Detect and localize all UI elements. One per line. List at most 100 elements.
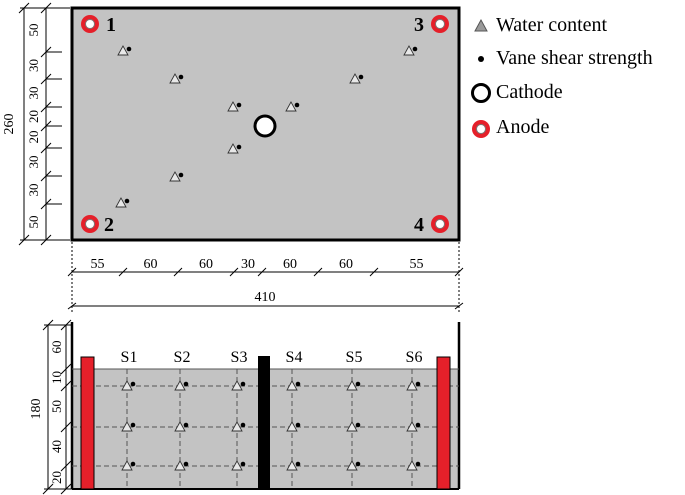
section-cathode: [258, 356, 270, 489]
anode-electrode-4: [431, 215, 449, 233]
section-anode-left: [80, 356, 95, 490]
electrode-label-4: 4: [414, 214, 424, 236]
dimension-label: 30: [26, 87, 41, 100]
dimension-label: 60: [144, 257, 158, 272]
dimension-label: 55: [91, 257, 105, 272]
section-view: S1 S2 S3 S4 S5 S6: [70, 322, 461, 490]
dimension-tick: [229, 267, 239, 277]
section-sampling-point: [174, 460, 189, 471]
red-ring-icon: [470, 117, 492, 139]
dimension-tick: [257, 267, 267, 277]
section-label: S2: [174, 349, 191, 366]
plan-sampling-point: [169, 171, 184, 182]
anode-electrode-1: [81, 15, 99, 33]
section-sampling-point: [174, 380, 189, 391]
section-labels: S1 S2 S3 S4 S5 S6: [121, 349, 423, 366]
section-label: S4: [286, 349, 303, 366]
section-sampling-point: [406, 460, 421, 471]
plan-width-label: 410: [255, 290, 276, 305]
plan-sampling-point: [285, 101, 300, 112]
dimension-label: 55: [410, 257, 424, 272]
section-label: S3: [231, 349, 248, 366]
plan-height-label: 260: [2, 114, 17, 135]
section-vertical-segment-ticks: 60 10 50 40 20: [49, 319, 72, 495]
section-label: S1: [121, 349, 138, 366]
dot-icon: [470, 48, 492, 70]
dimension-tick: [60, 460, 72, 472]
section-sampling-point: [121, 380, 136, 391]
section-label: S6: [406, 349, 423, 366]
plan-width-dimension: [67, 242, 464, 312]
dimension-tick: [60, 363, 72, 375]
dimension-tick: [118, 267, 128, 277]
section-height-dimension: [42, 319, 72, 495]
dimension-label: 50: [26, 216, 41, 229]
plan-sampling-points: [115, 45, 418, 208]
section-sampling-point: [121, 460, 136, 471]
electrode-label-2: 2: [104, 214, 114, 236]
plan-sampling-point: [169, 73, 184, 84]
section-sampling-point: [286, 380, 301, 391]
dimension-tick: [60, 483, 72, 495]
dimension-label: 30: [241, 257, 255, 272]
dimension-tick: [60, 380, 72, 392]
plan-height-dimension: [18, 2, 70, 246]
legend-item-water-content: Water content: [470, 14, 607, 37]
legend-label: Vane shear strength: [496, 47, 653, 69]
section-sampling-point: [346, 460, 361, 471]
dimension-label: 60: [283, 257, 297, 272]
plan-sampling-point: [227, 101, 242, 112]
dimension-label: 20: [26, 131, 41, 144]
plan-sampling-point: [349, 73, 364, 84]
dimension-label: 20: [49, 471, 64, 484]
section-height-label: 180: [29, 399, 44, 420]
dimension-label: 50: [26, 24, 41, 37]
section-sampling-point: [406, 380, 421, 391]
section-sampling-point: [231, 421, 246, 432]
section-anode-right: [436, 356, 451, 490]
dimension-label: 30: [26, 59, 41, 72]
plan-sampling-point: [115, 197, 130, 208]
legend-label: Water content: [496, 14, 608, 36]
dimension-label: 40: [49, 440, 64, 453]
section-label: S5: [346, 349, 363, 366]
dimension-label: 30: [26, 156, 41, 169]
legend-item-vane-shear-strength: Vane shear strength: [470, 47, 653, 70]
dimension-tick: [60, 319, 72, 331]
section-sampling-point: [406, 421, 421, 432]
anode-electrode-2: [81, 215, 99, 233]
section-sampling-point: [231, 460, 246, 471]
legend-label: Anode: [496, 116, 550, 138]
dimension-label: 20: [26, 110, 41, 123]
dimension-tick: [60, 421, 72, 433]
plan-sampling-point: [403, 45, 418, 56]
dimension-tick: [454, 267, 464, 277]
plan-sampling-point: [117, 45, 132, 56]
legend-item-anode: Anode: [470, 116, 549, 139]
electrode-label-3: 3: [414, 14, 424, 36]
dimension-label: 50: [49, 400, 64, 413]
ring-icon: [470, 82, 492, 104]
section-sampling-point: [286, 460, 301, 471]
electrode-label-1: 1: [106, 14, 116, 36]
dimension-tick: [173, 267, 183, 277]
dimension-tick: [313, 267, 323, 277]
section-sampling-point: [121, 421, 136, 432]
section-sampling-point: [231, 380, 246, 391]
dimension-label: 10: [49, 371, 64, 384]
dimension-label: 30: [26, 184, 41, 197]
plan-sampling-point: [227, 143, 242, 154]
legend-item-cathode: Cathode: [470, 81, 563, 104]
cathode-electrode: [253, 114, 277, 138]
dimension-label: 60: [199, 257, 213, 272]
dimension-label: 60: [49, 341, 64, 354]
dimension-tick: [67, 267, 77, 277]
triangle-icon: [470, 15, 492, 37]
section-sampling-points: [121, 380, 421, 471]
dimension-tick: [369, 267, 379, 277]
section-sampling-point: [174, 421, 189, 432]
plan-vertical-segment-ticks: 50 30 30 20 20 30 30 50: [26, 2, 62, 246]
section-sampling-point: [346, 421, 361, 432]
